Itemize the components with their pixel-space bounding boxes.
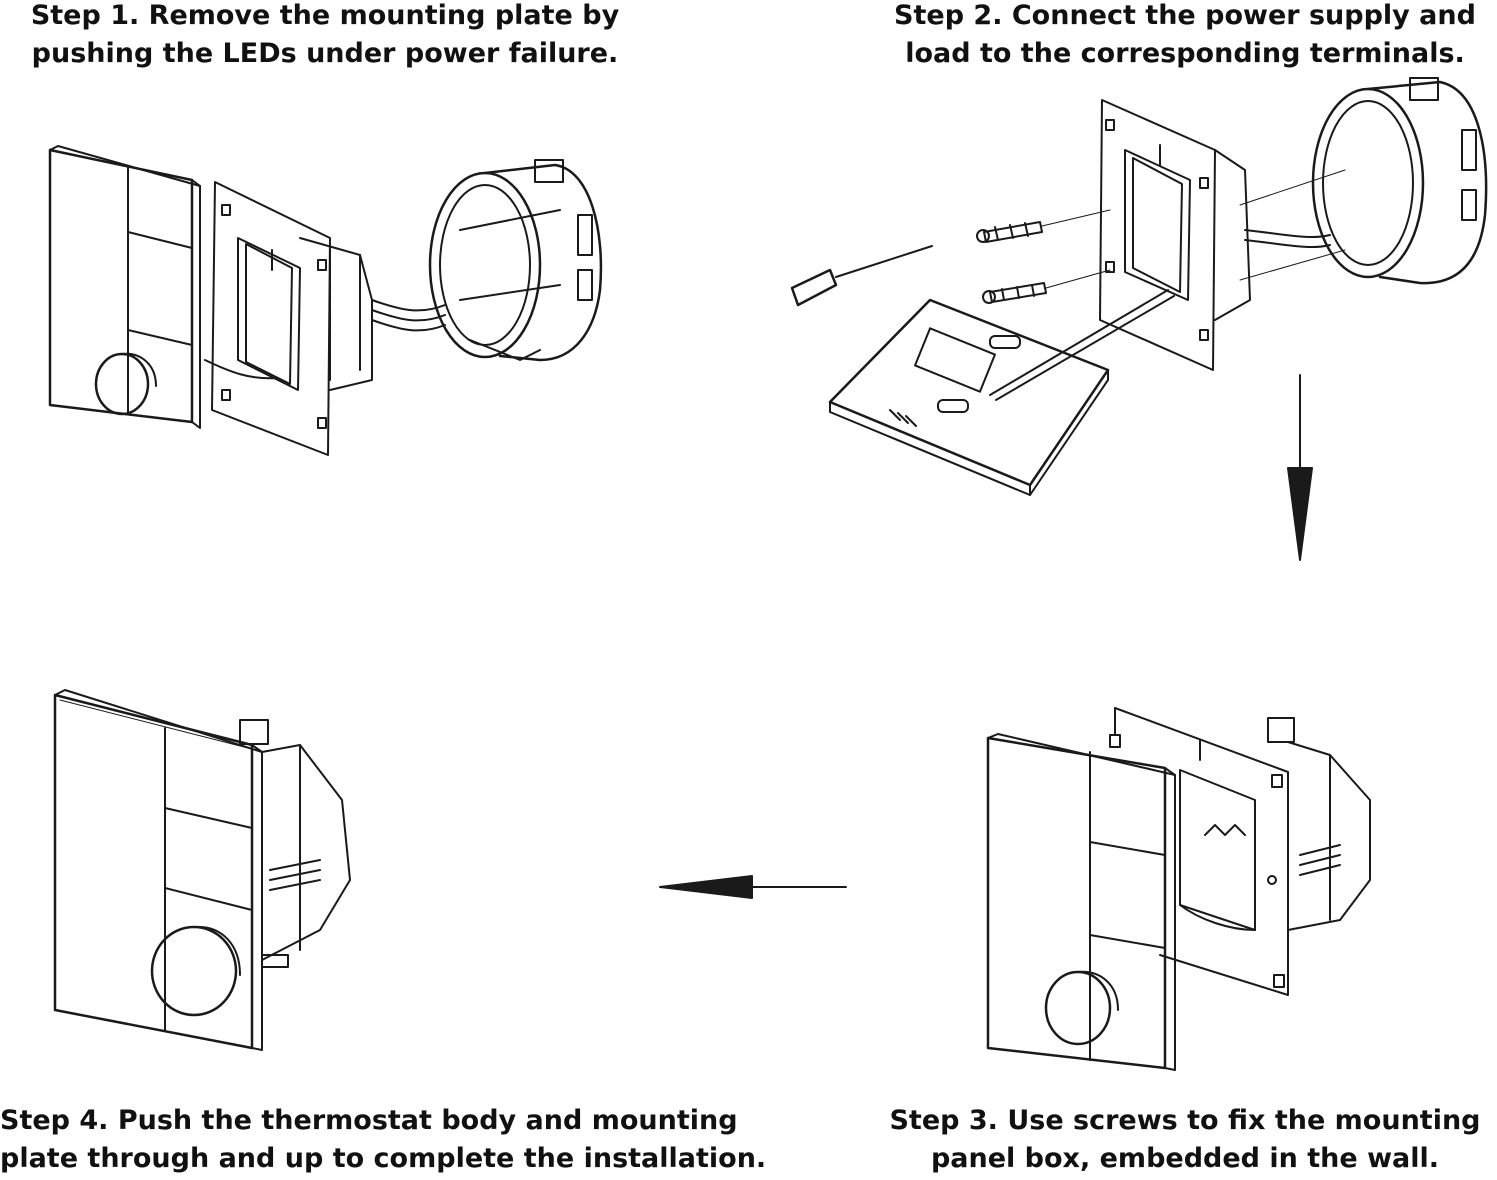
step-4-line-2: plate through and up to complete the ins… — [0, 1143, 767, 1174]
step-3-caption: Step 3. Use screws to fix the mounting p… — [880, 1102, 1490, 1178]
step-3-line-2: panel box, embedded in the wall. — [930, 1143, 1440, 1174]
step-2-thermostat-base — [828, 289, 1175, 496]
step-4-caption: Step 4. Push the thermostat body and mou… — [0, 1102, 767, 1178]
step-2-line-2: load to the corresponding terminals. — [905, 38, 1465, 69]
step-1-line-2: pushing the LEDs under power failure. — [31, 38, 619, 69]
step-2-line-1: Step 2. Connect the power supply and — [894, 0, 1476, 31]
step-1-caption: Step 1. Remove the mounting plate by pus… — [20, 0, 630, 73]
step-1-mounting-plate — [204, 181, 331, 456]
screw-icon — [982, 269, 1111, 304]
step-1-junction-module — [299, 237, 373, 391]
step-4-junction-module — [239, 719, 351, 968]
step-4-thermostat-body — [53, 689, 263, 1051]
down-arrow-icon — [1287, 374, 1313, 561]
step-1-wall-box — [428, 159, 603, 362]
screwdriver-icon — [790, 245, 933, 307]
step-4-illustration — [53, 689, 351, 1051]
step-3-junction-module — [1267, 717, 1371, 931]
step-3-illustration — [986, 707, 1371, 1071]
step-1-illustration — [48, 145, 603, 456]
step-3-thermostat-body — [986, 733, 1176, 1071]
step-2-caption: Step 2. Connect the power supply and loa… — [880, 0, 1490, 73]
left-arrow-icon — [659, 875, 847, 899]
step-3-mounting-plate — [1109, 707, 1289, 996]
step-4-line-1: Step 4. Push the thermostat body and mou… — [0, 1105, 738, 1136]
step-1-thermostat-body — [48, 145, 201, 429]
step-3-line-1: Step 3. Use screws to fix the mounting — [889, 1105, 1481, 1136]
step-1-wires — [371, 299, 446, 332]
step-2-illustration — [790, 77, 1488, 561]
step-2-mounting-plate — [1099, 99, 1216, 371]
step-2-wall-box — [1214, 77, 1488, 321]
step-1-line-1: Step 1. Remove the mounting plate by — [30, 0, 620, 31]
step-3-inner-box — [1179, 769, 1256, 931]
screw-icon — [976, 209, 1111, 243]
